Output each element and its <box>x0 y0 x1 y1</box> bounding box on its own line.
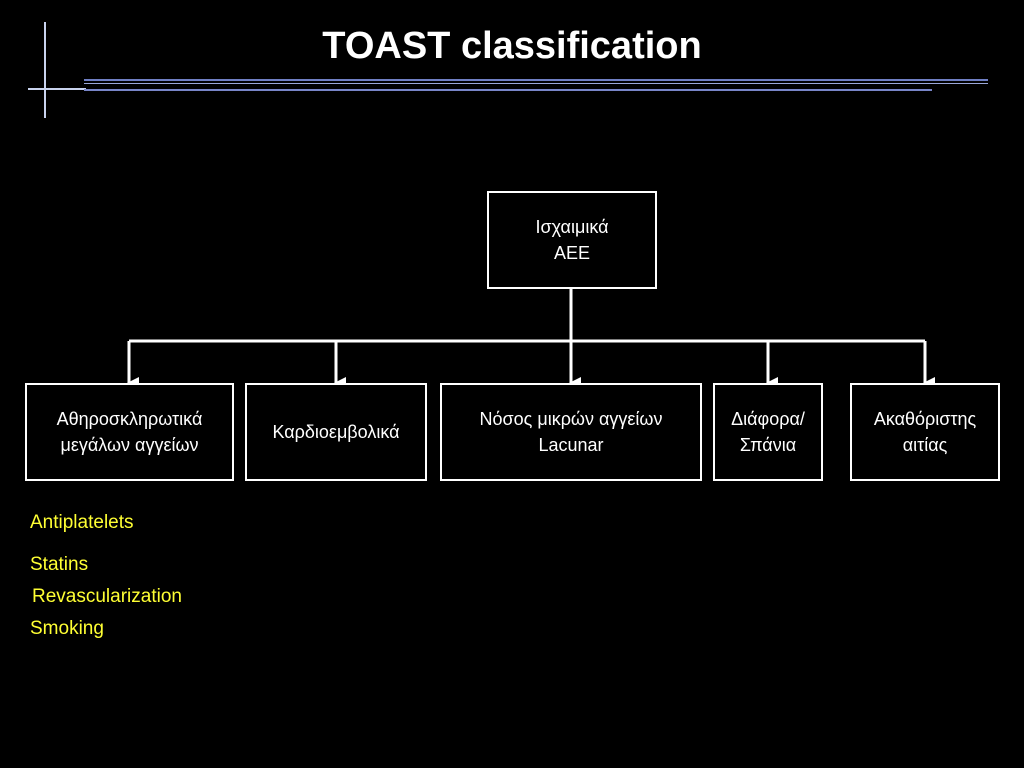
node-undetermined: Ακαθόριστης αιτίας <box>850 383 1000 481</box>
root-node-ischemic-stroke: Ισχαιμικά ΑΕΕ <box>487 191 657 289</box>
node-label: Ακαθόριστης αιτίας <box>873 409 977 455</box>
slide-title: TOAST classification <box>322 25 702 67</box>
node-label: Καρδιοεμβολικά <box>272 422 400 442</box>
node-label: Διάφορα/ Σπάνια <box>731 409 805 455</box>
node-small-vessel-lacunar: Νόσος μικρών αγγείων Lacunar <box>440 383 702 481</box>
node-other-rare: Διάφορα/ Σπάνια <box>713 383 823 481</box>
header-rule-middle <box>84 83 988 84</box>
header-rule-bottom <box>84 89 932 91</box>
node-large-artery-atherosclerosis: Αθηροσκληρωτικά μεγάλων αγγείων <box>25 383 234 481</box>
node-label: Αθηροσκληρωτικά μεγάλων αγγείων <box>56 409 203 455</box>
note-smoking: Smoking <box>30 618 104 639</box>
note-revascularization: Revascularization <box>32 586 182 607</box>
node-label: Νόσος μικρών αγγείων Lacunar <box>479 409 663 455</box>
header-decoration-vertical-line <box>44 22 46 118</box>
root-node-label: Ισχαιμικά ΑΕΕ <box>535 217 609 263</box>
header-decoration-cross-line <box>28 88 86 90</box>
note-antiplatelets: Antiplatelets <box>30 512 134 533</box>
node-cardioembolic: Καρδιοεμβολικά <box>245 383 427 481</box>
header-rule-top <box>84 79 988 81</box>
note-statins: Statins <box>30 554 89 575</box>
